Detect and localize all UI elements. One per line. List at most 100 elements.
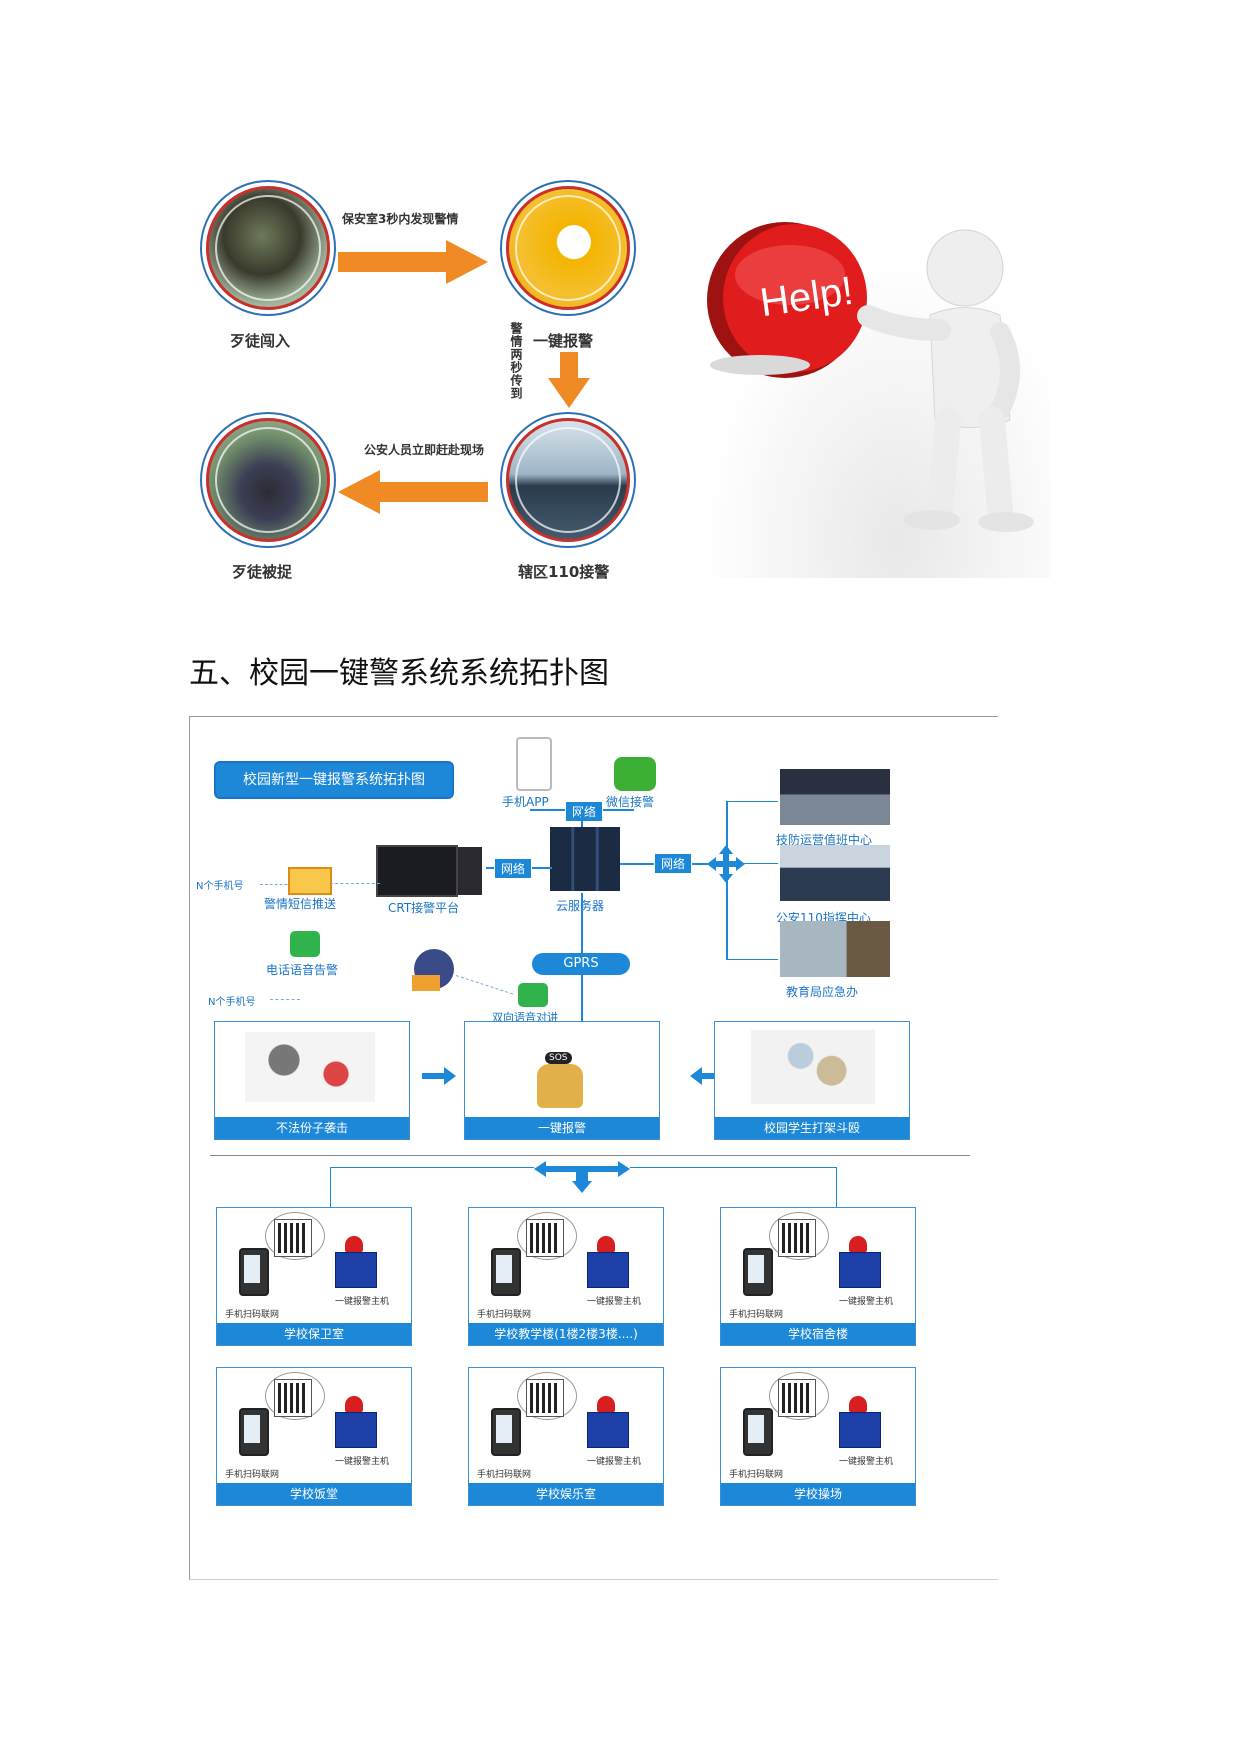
- cloud-server-label: 云服务器: [556, 899, 605, 913]
- scan-label: 手机扫码联网: [477, 1470, 532, 1480]
- location-card: 一键报警主机 手机扫码联网 学校饭堂: [216, 1367, 412, 1506]
- location-caption: 学校操场: [721, 1483, 915, 1505]
- location-caption: 学校保卫室: [217, 1323, 411, 1345]
- siren-icon: [597, 1396, 615, 1412]
- phone-scan-icon: [491, 1408, 521, 1456]
- qr-code-icon: [527, 1380, 563, 1416]
- phone-scan-icon: [743, 1248, 773, 1296]
- alarm-host-icon: [335, 1412, 377, 1448]
- sos-label: SOS: [545, 1052, 572, 1064]
- qr-code-icon: [527, 1220, 563, 1256]
- scan-label: 手机扫码联网: [225, 1310, 280, 1320]
- qr-code-icon: [779, 1380, 815, 1416]
- arrow-left-icon: [338, 470, 488, 514]
- alarm-button-photo: [506, 186, 630, 310]
- mobile-app-label: 手机APP: [502, 795, 549, 809]
- n-phones-label-2: N个手机号: [208, 997, 256, 1008]
- network-tag-top: 网络: [565, 801, 604, 822]
- scenario-caption-attack: 不法份子袭击: [215, 1117, 409, 1139]
- envelope-icon: [288, 867, 332, 895]
- n-phones-label-1: N个手机号: [196, 881, 244, 892]
- location-card: 一键报警主机 手机扫码联网 学校娱乐室: [468, 1367, 664, 1506]
- scan-label: 手机扫码联网: [729, 1470, 784, 1480]
- location-caption: 学校饭堂: [217, 1483, 411, 1505]
- network-tag-right: 网络: [654, 853, 693, 874]
- voice-alarm-label: 电话语音告警: [266, 963, 339, 977]
- ops-center-photo: [780, 769, 890, 825]
- diagram-title: 校园新型一键报警系统拓扑图: [214, 761, 454, 799]
- crt-monitor-icon: [376, 845, 458, 897]
- siren-icon: [597, 1236, 615, 1252]
- cloud-server-icon: [550, 827, 620, 891]
- phone-scan-icon: [743, 1408, 773, 1456]
- two-way-phone-icon: [518, 983, 548, 1007]
- crt-platform-label: CRT接警平台: [388, 901, 460, 915]
- location-caption: 学校教学楼(1楼2楼3楼....): [469, 1323, 663, 1345]
- location-caption: 学校宿舍楼: [721, 1323, 915, 1345]
- mobile-app-icon: [516, 737, 552, 791]
- scan-label: 手机扫码联网: [729, 1310, 784, 1320]
- two-way-voice-label: 双向语音对讲: [492, 1011, 558, 1024]
- location-card: 一键报警主机 手机扫码联网 学校保卫室: [216, 1207, 412, 1346]
- host-label: 一键报警主机: [586, 1457, 641, 1467]
- alarm-host-icon: [839, 1412, 881, 1448]
- arrest-photo: [206, 418, 330, 542]
- arrow-right-icon: [338, 240, 488, 284]
- network-tag-left: 网络: [494, 858, 533, 879]
- scenario-card-attack: 不法份子袭击: [214, 1021, 410, 1140]
- scenario-caption-alarm: 一键报警: [465, 1117, 659, 1139]
- siren-icon: [345, 1396, 363, 1412]
- center-label-edu: 教育局应急办: [786, 985, 859, 999]
- scenario-card-fight: 校园学生打架斗殴: [714, 1021, 910, 1140]
- host-label: 一键报警主机: [334, 1457, 389, 1467]
- qr-code-icon: [779, 1220, 815, 1256]
- siren-icon: [849, 1236, 867, 1252]
- phone-scan-icon: [239, 1248, 269, 1296]
- center-label-ops: 技防运营值班中心: [776, 833, 873, 847]
- phone-green-icon: [290, 931, 320, 957]
- gprs-badge: GPRS: [532, 953, 630, 975]
- phone-scan-icon: [491, 1248, 521, 1296]
- host-label: 一键报警主机: [334, 1297, 389, 1307]
- arrow1-note: 保安室3秒内发现警情: [342, 212, 459, 226]
- scan-label: 手机扫码联网: [225, 1470, 280, 1480]
- host-label: 一键报警主机: [838, 1457, 893, 1467]
- alarm-host-icon: [587, 1412, 629, 1448]
- intruder-photo: [206, 186, 330, 310]
- siren-icon: [849, 1396, 867, 1412]
- arrow-right-small-icon: [422, 1067, 456, 1085]
- arrow-left-small-icon: [690, 1067, 724, 1085]
- police-110-photo: [780, 845, 890, 901]
- arrow2-note: 警情两秒传到: [509, 322, 523, 400]
- host-label: 一键报警主机: [586, 1297, 641, 1307]
- scan-label: 手机扫码联网: [477, 1310, 532, 1320]
- step-intruder-label: 歹徒闯入: [230, 332, 291, 350]
- phone-scan-icon: [239, 1408, 269, 1456]
- scenario-caption-fight: 校园学生打架斗殴: [715, 1117, 909, 1139]
- qr-code-icon: [275, 1380, 311, 1416]
- alarm-host-icon: [839, 1252, 881, 1288]
- step-caught-label: 歹徒被捉: [232, 563, 293, 581]
- location-caption: 学校娱乐室: [469, 1483, 663, 1505]
- section-heading: 五、校园一键警系统系统拓扑图: [189, 656, 609, 691]
- location-card: 一键报警主机 手机扫码联网 学校教学楼(1楼2楼3楼....): [468, 1207, 664, 1346]
- operator-desk-icon: [412, 975, 440, 991]
- location-card: 一键报警主机 手机扫码联网 学校宿舍楼: [720, 1207, 916, 1346]
- distribution-arrow-icon: [534, 1161, 630, 1193]
- arrow-down-icon: [548, 352, 590, 408]
- location-card: 一键报警主机 手机扫码联网 学校操场: [720, 1367, 916, 1506]
- help-button-icon: [707, 222, 1034, 532]
- alarm-host-icon: [587, 1252, 629, 1288]
- step-110-label: 辖区110接警: [518, 563, 610, 581]
- qr-code-icon: [275, 1220, 311, 1256]
- wechat-icon: [614, 757, 656, 791]
- arrow3-note: 公安人员立即赶赴现场: [364, 443, 485, 457]
- step-alarm-label: 一键报警: [533, 332, 594, 350]
- crt-tower-icon: [458, 847, 482, 895]
- education-bureau-photo: [780, 921, 890, 977]
- sms-push-label: 警情短信推送: [264, 897, 337, 911]
- attack-illustration: [245, 1032, 375, 1102]
- scenario-card-alarm: SOS 一键报警: [464, 1021, 660, 1140]
- alarm-host-icon: [335, 1252, 377, 1288]
- fight-illustration: [751, 1030, 875, 1104]
